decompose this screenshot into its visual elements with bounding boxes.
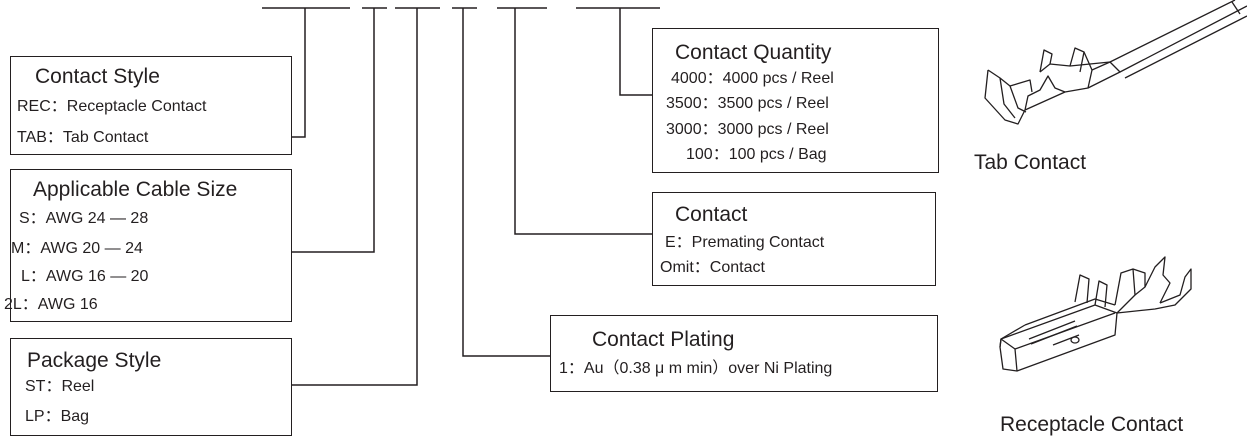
cable-size-item: 2L：AWG 16 <box>4 296 98 313</box>
package-style-item: LP：Bag <box>25 408 90 425</box>
tab-contact-image <box>984 0 1247 125</box>
package-style-title: Package Style <box>27 349 162 372</box>
contact-title: Contact <box>675 203 748 226</box>
tab-contact-caption: Tab Contact <box>974 151 1087 174</box>
contact-item: E：Premating Contact <box>665 234 825 251</box>
leader-cable-size <box>292 8 375 253</box>
cable-size-title: Applicable Cable Size <box>33 178 238 201</box>
leader-contact-style <box>292 8 306 138</box>
contact-style-item: TAB：Tab Contact <box>17 129 149 146</box>
leader-package-style <box>292 8 418 386</box>
contact-plating-box: Contact Plating 1：Au（0.38 μ m min）over N… <box>550 315 938 392</box>
leader-plating <box>462 8 550 357</box>
cable-size-item: M：AWG 20 — 24 <box>11 240 143 257</box>
receptacle-contact-caption: Receptacle Contact <box>1000 413 1184 436</box>
contact-item: Omit：Contact <box>660 259 765 276</box>
contact-box: Contact E：Premating Contact Omit：Contact <box>652 192 936 286</box>
package-style-box: Package Style ST：Reel LP：Bag <box>10 338 292 436</box>
receptacle-contact-image <box>999 256 1192 372</box>
cable-size-item: S：AWG 24 — 28 <box>19 210 149 227</box>
cable-size-item: L：AWG 16 — 20 <box>21 268 149 285</box>
contact-quantity-item: 3000：3000 pcs / Reel <box>666 121 829 138</box>
cable-size-box: Applicable Cable Size S：AWG 24 — 28 M：AW… <box>4 169 292 322</box>
contact-style-box: Contact Style REC：Receptacle Contact TAB… <box>10 56 292 155</box>
contact-plating-item: 1：Au（0.38 μ m min）over Ni Plating <box>559 360 833 377</box>
leader-quantity <box>619 8 652 96</box>
contact-quantity-title: Contact Quantity <box>675 41 832 64</box>
contact-quantity-item: 4000：4000 pcs / Reel <box>671 70 834 87</box>
contact-style-item: REC：Receptacle Contact <box>17 98 207 115</box>
contact-style-title: Contact Style <box>35 65 160 88</box>
contact-quantity-item: 3500：3500 pcs / Reel <box>666 95 829 112</box>
contact-quantity-box: Contact Quantity 4000：4000 pcs / Reel 35… <box>652 28 939 173</box>
contact-quantity-item: 100：100 pcs / Bag <box>686 146 827 163</box>
contact-plating-title: Contact Plating <box>592 328 735 351</box>
package-style-item: ST：Reel <box>25 378 95 395</box>
leader-contact <box>514 8 652 235</box>
